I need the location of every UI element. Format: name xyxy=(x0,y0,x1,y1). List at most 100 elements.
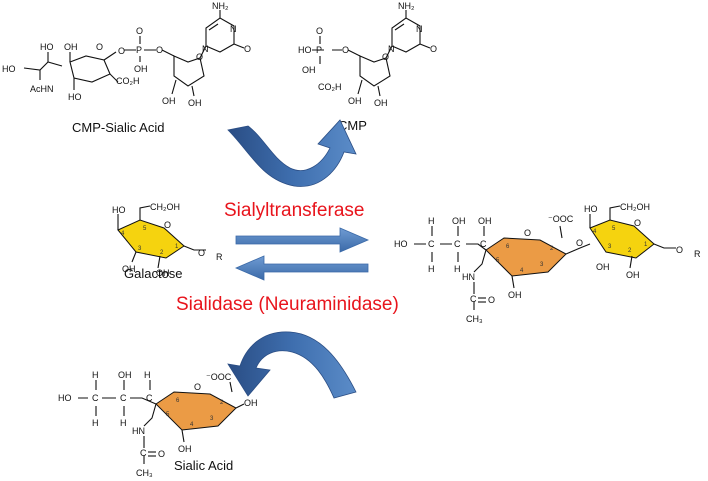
atom-sg-o-ring: O xyxy=(524,228,531,238)
galactose-atoms: HO CH₂OH O OH OH O R xyxy=(112,202,223,278)
label-cmp-sialic-acid: CMP-Sialic Acid xyxy=(72,120,164,135)
sia2-num-3: 3 xyxy=(210,416,214,422)
atom-n-1: N xyxy=(202,44,209,54)
atom-oh-cmp-r1: OH xyxy=(348,96,362,106)
atom-o-c1: O xyxy=(244,44,251,54)
sia-num-4: 4 xyxy=(520,268,524,274)
atom-sa-c-acyl: C xyxy=(140,448,147,458)
sialic-acid-atoms: HO C C C H H OH H H HN C O CH₃ OH O ⁻OOC… xyxy=(58,370,258,478)
atom-nh2-1: NH₂ xyxy=(212,1,229,11)
atom-sg-ho-gal: HO xyxy=(584,204,598,214)
label-cmp: CMP xyxy=(338,118,367,133)
atom-gal-r: R xyxy=(216,252,223,262)
atom-o-cmp-link: O xyxy=(342,45,349,55)
bottom-curved-arrow xyxy=(227,331,357,399)
atom-sg-ho: HO xyxy=(394,239,408,249)
atom-oh-cmp-p: OH xyxy=(302,65,316,75)
sia2-num-5: 5 xyxy=(166,412,170,418)
atom-sg-c-acyl: C xyxy=(470,294,477,304)
gal2-num-1: 1 xyxy=(644,242,648,248)
atom-sg-o-link: O xyxy=(576,238,583,248)
sia-num-6: 6 xyxy=(506,244,510,250)
atom-sg-ch2oh: CH₂OH xyxy=(620,202,650,212)
atom-co2h-1: CO₂H xyxy=(116,76,140,86)
atom-n-cmp-2: N xyxy=(416,24,423,34)
forward-arrow xyxy=(235,227,370,253)
atom-oh-r1: OH xyxy=(162,96,176,106)
atom-oh-cmp-r2: OH xyxy=(374,98,388,108)
atom-sa-hn: HN xyxy=(132,426,145,436)
sia2-num-6: 6 xyxy=(176,398,180,404)
atom-sa-c1: C xyxy=(92,393,99,403)
atom-sa-o-ring: O xyxy=(194,382,201,392)
atom-sa-h1: H xyxy=(92,370,99,380)
gal2-num-4: 4 xyxy=(593,229,597,235)
atom-p-cmp: P xyxy=(316,45,322,55)
cmp-sialic-acid-atoms: HO HO OH AcHN HO O CO₂H O P O OH O O OH … xyxy=(2,1,251,108)
galactose-structure: 4 5 1 2 3 xyxy=(117,205,206,269)
sia-num-5: 5 xyxy=(496,258,500,264)
atom-ho-3: HO xyxy=(68,92,82,102)
label-sialyltransferase: Sialyltransferase xyxy=(224,200,364,221)
atom-o-p1: O xyxy=(136,26,143,36)
top-curved-arrow xyxy=(227,119,357,187)
atom-sg-c3: C xyxy=(480,239,487,249)
atom-sa-o-acyl: O xyxy=(158,449,165,459)
atom-sg-r: R xyxy=(694,249,701,259)
atom-sa-coo: ⁻OOC xyxy=(206,372,232,382)
gal-num-4: 4 xyxy=(121,231,125,237)
atom-gal-oh-2: OH xyxy=(156,268,170,278)
atom-gal-oh-3: OH xyxy=(122,264,136,274)
atom-sg-h1: H xyxy=(428,216,435,226)
atom-sg-h3: H xyxy=(454,264,461,274)
atom-sg-ch3: CH₃ xyxy=(466,314,483,324)
atom-oh-1: OH xyxy=(64,42,78,52)
atom-sg-c2: C xyxy=(454,239,461,249)
gal-num-2: 2 xyxy=(160,250,164,256)
atom-gal-ch2oh: CH₂OH xyxy=(150,202,180,212)
gal2-num-2: 2 xyxy=(628,248,632,254)
atom-ho-cmp: HO xyxy=(298,45,312,55)
atom-nh2-cmp: NH₂ xyxy=(398,1,415,11)
atom-sg-oh-gal2: OH xyxy=(626,270,640,280)
sia2-num-2: 2 xyxy=(220,400,224,406)
atom-o-cmp-c: O xyxy=(430,44,437,54)
atom-sa-h4: H xyxy=(144,370,151,380)
atom-sa-oh1: OH xyxy=(118,370,132,380)
atom-sg-oh3: OH xyxy=(508,290,522,300)
sia2-num-4: 4 xyxy=(190,422,194,428)
atom-ho-1: HO xyxy=(2,64,16,74)
atom-sa-ho: HO xyxy=(58,393,72,403)
atom-sg-h2: H xyxy=(428,264,435,274)
atom-sa-oh-4: OH xyxy=(178,444,192,454)
atom-sg-oh1: OH xyxy=(452,216,466,226)
atom-sa-ch3: CH₃ xyxy=(136,468,153,478)
atom-ho-2: HO xyxy=(40,42,54,52)
atom-sg-c1: C xyxy=(428,239,435,249)
label-galactose: Galactose xyxy=(124,266,183,281)
atom-sg-hn: HN xyxy=(462,272,475,282)
sia-num-3: 3 xyxy=(540,262,544,268)
atom-o-ribose: O xyxy=(196,52,203,62)
atom-gal-o-ring: O xyxy=(164,220,171,230)
atom-sg-coo: ⁻OOC xyxy=(548,214,574,224)
atom-sa-h3: H xyxy=(120,418,127,428)
atom-o-cmp-ribose: O xyxy=(382,52,389,62)
atom-sa-c2: C xyxy=(120,393,127,403)
atom-sa-h2: H xyxy=(92,418,99,428)
atom-sg-o-ring-gal: O xyxy=(634,218,641,228)
cmp-atoms: HO P O OH CO₂H O O OH OH N NH₂ N O xyxy=(298,1,437,108)
gal2-num-5: 5 xyxy=(612,226,616,232)
label-sialic-acid: Sialic Acid xyxy=(174,458,233,473)
atom-sa-c3: C xyxy=(146,393,153,403)
atom-gal-o-glyc: O xyxy=(198,248,205,258)
gal-num-1: 1 xyxy=(175,244,179,250)
atom-oh-p1: OH xyxy=(134,64,148,74)
reverse-arrow xyxy=(234,255,369,281)
atom-n-2: N xyxy=(230,24,237,34)
atom-o-cmp-p: O xyxy=(316,26,323,36)
atom-sg-oh2: OH xyxy=(478,216,492,226)
atom-sg-o-glyc: O xyxy=(676,245,683,255)
sia-num-2: 2 xyxy=(550,246,554,252)
